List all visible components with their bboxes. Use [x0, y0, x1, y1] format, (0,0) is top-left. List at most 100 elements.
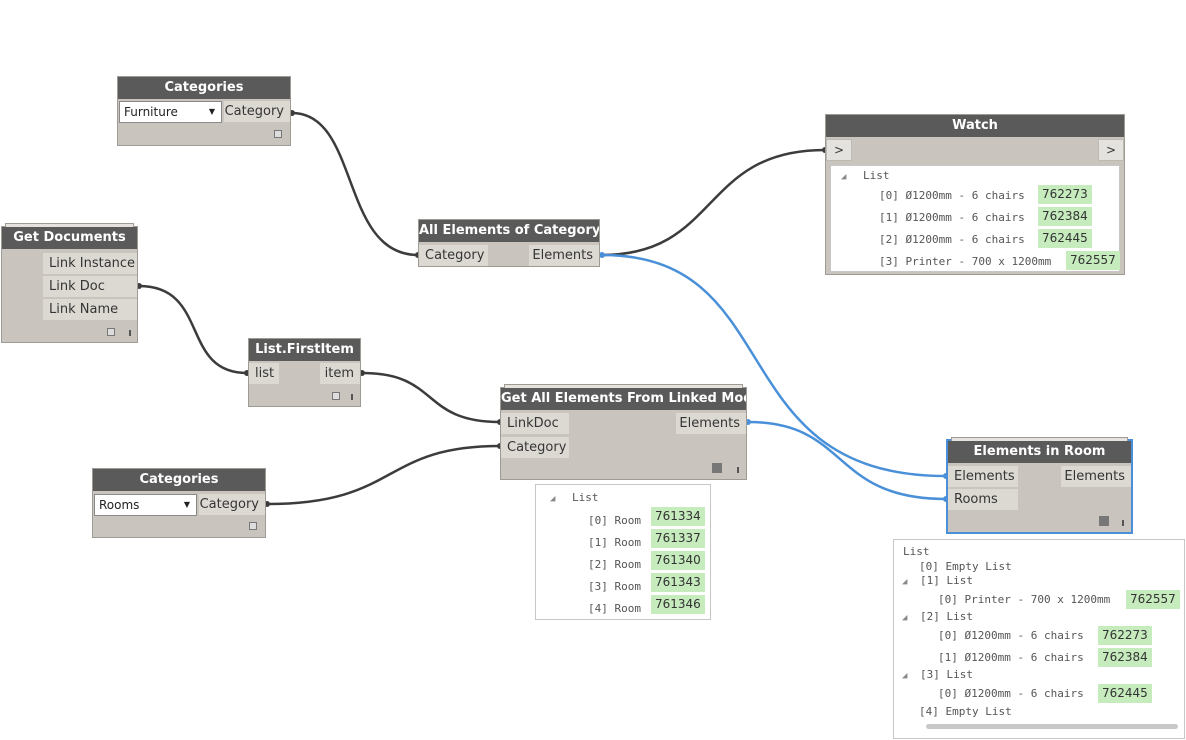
watch-node[interactable]: Watch > > ◢ List [0] Ø1200mm - 6 chairs … [825, 114, 1125, 275]
wire-categories-to-all-elements[interactable] [291, 111, 419, 257]
wire-linked-model-to-elements-in-room[interactable] [747, 420, 947, 501]
sublist-header: ◢ [1] List [902, 574, 974, 587]
list-label: List [572, 491, 599, 504]
category-dropdown[interactable]: Furniture ▼ [119, 101, 222, 123]
preview-toggle-icon[interactable] [332, 392, 340, 400]
preview-toggle-icon[interactable] [274, 130, 282, 138]
collapse-triangle-icon[interactable]: ◢ [902, 671, 908, 681]
input-port-rooms[interactable]: Rooms [948, 489, 1018, 510]
list-item: [1] Ø1200mm - 6 chairs [879, 211, 1025, 224]
element-id-value[interactable]: 762384 [1038, 207, 1092, 226]
output-port-elements[interactable]: Elements [529, 245, 599, 266]
list-first-item-node[interactable]: List.FirstItem list item [248, 338, 361, 407]
node-title: Watch [826, 115, 1124, 137]
list-item: [2] Room [588, 558, 641, 571]
element-id-value[interactable]: 761346 [651, 595, 705, 614]
node-title: Elements in Room [948, 441, 1131, 463]
list-header: ◢ List [841, 169, 890, 182]
element-id-value[interactable]: 761340 [651, 551, 705, 570]
list-item: [3] Room [588, 580, 641, 593]
list-item: [2] Ø1200mm - 6 chairs [879, 233, 1025, 246]
input-port-list[interactable]: list [249, 363, 279, 384]
list-label: List [863, 169, 890, 182]
element-id-value[interactable]: 762445 [1098, 684, 1152, 703]
collapse-triangle-icon[interactable]: ◢ [550, 494, 556, 504]
horizontal-scrollbar[interactable] [926, 724, 1178, 729]
empty-list-item: [0] Empty List [919, 560, 1012, 573]
node-title: Get Documents [2, 227, 137, 249]
list-header: ◢ List [550, 491, 599, 504]
preview-toggle-icon[interactable] [107, 328, 115, 336]
list-item: [3] Printer - 700 x 1200mm [879, 255, 1052, 268]
lacing-icon[interactable] [1122, 520, 1124, 526]
output-port-link-name[interactable]: Link Name [43, 299, 137, 320]
list-item: [4] Room [588, 602, 641, 615]
element-id-value[interactable]: 761334 [651, 507, 705, 526]
preview-toggle-icon[interactable] [249, 522, 257, 530]
lacing-icon[interactable] [129, 330, 131, 336]
output-port-item[interactable]: item [320, 363, 360, 384]
list-item: [0] Room [588, 514, 641, 527]
wire-all-elements-to-elements-in-room[interactable] [601, 253, 947, 478]
room-elements-preview-bubble: List [0] Empty List ◢ [1] List [0] Print… [893, 539, 1185, 739]
sublist-header: ◢ [2] List [902, 610, 974, 623]
get-all-elements-from-linked-model-node[interactable]: Get All Elements From Linked Model LinkD… [500, 384, 747, 480]
elements-in-room-node[interactable]: Elements in Room Elements Rooms Elements [946, 437, 1133, 534]
output-port-elements[interactable]: Elements [1061, 466, 1131, 487]
preview-toggle-icon[interactable] [712, 463, 722, 473]
node-title: Get All Elements From Linked Model [501, 388, 746, 410]
get-documents-node[interactable]: Get Documents Link Instance Link Doc Lin… [1, 223, 138, 343]
chevron-down-icon: ▼ [183, 500, 190, 509]
list-item: [1] Room [588, 536, 641, 549]
element-id-value[interactable]: 762273 [1098, 626, 1152, 645]
element-id-value[interactable]: 761343 [651, 573, 705, 592]
lacing-icon[interactable] [737, 467, 739, 473]
element-id-value[interactable]: 762557 [1066, 251, 1120, 270]
category-dropdown[interactable]: Rooms ▼ [94, 494, 197, 516]
input-port-category[interactable]: Category [419, 245, 488, 266]
output-port-link-doc[interactable]: Link Doc [43, 276, 137, 297]
dropdown-value: Rooms [99, 498, 140, 512]
wire-all-elements-to-watch[interactable] [601, 148, 826, 257]
lacing-icon[interactable] [351, 394, 353, 400]
sublist-header: ◢ [3] List [902, 668, 974, 681]
preview-toggle-icon[interactable] [1099, 516, 1109, 526]
output-port-link-instance[interactable]: Link Instance [43, 253, 137, 274]
collapse-triangle-icon[interactable]: ◢ [902, 577, 908, 587]
watch-input-port[interactable]: > [826, 139, 852, 161]
element-id-value[interactable]: 761337 [651, 529, 705, 548]
empty-list-item: [4] Empty List [919, 705, 1012, 718]
input-port-elements[interactable]: Elements [948, 466, 1018, 487]
collapse-triangle-icon[interactable]: ◢ [902, 613, 908, 623]
node-title: Categories [118, 77, 290, 99]
element-id-value[interactable]: 762384 [1098, 648, 1152, 667]
node-title: List.FirstItem [249, 339, 360, 361]
rooms-preview-bubble: ◢ List [0] Room 761334 [1] Room 761337 [… [535, 484, 711, 620]
dropdown-value: Furniture [124, 105, 178, 119]
list-label: List [903, 545, 930, 558]
collapse-triangle-icon[interactable]: ◢ [841, 172, 847, 182]
wire-rooms-category-to-linked-model[interactable] [266, 444, 501, 506]
node-title: All Elements of Category [419, 220, 599, 242]
output-port-category[interactable]: Category [199, 494, 265, 515]
element-id-value[interactable]: 762445 [1038, 229, 1092, 248]
list-item: [0] Ø1200mm - 6 chairs [879, 189, 1025, 202]
element-id-value[interactable]: 762273 [1038, 185, 1092, 204]
wire-first-item-to-linked-model[interactable] [361, 371, 501, 424]
categories-node-rooms[interactable]: Categories Rooms ▼ Category [92, 468, 266, 538]
chevron-down-icon: ▼ [208, 107, 215, 116]
all-elements-of-category-node[interactable]: All Elements of Category Category Elemen… [418, 219, 600, 267]
list-item: [1] Ø1200mm - 6 chairs [938, 651, 1084, 664]
element-id-value[interactable]: 762557 [1126, 590, 1180, 609]
list-item: [0] Printer - 700 x 1200mm [938, 593, 1111, 606]
categories-node-furniture[interactable]: Categories Furniture ▼ Category [117, 76, 291, 146]
wire-linkdoc-to-first-item[interactable] [138, 284, 248, 375]
input-port-category[interactable]: Category [501, 437, 569, 458]
list-item: [0] Ø1200mm - 6 chairs [938, 629, 1084, 642]
watch-output-port[interactable]: > [1098, 139, 1124, 161]
output-port-elements[interactable]: Elements [676, 413, 746, 434]
input-port-linkdoc[interactable]: LinkDoc [501, 413, 569, 434]
watch-content: ◢ List [0] Ø1200mm - 6 chairs 762273 [1]… [830, 165, 1120, 272]
output-port-category[interactable]: Category [224, 101, 290, 122]
